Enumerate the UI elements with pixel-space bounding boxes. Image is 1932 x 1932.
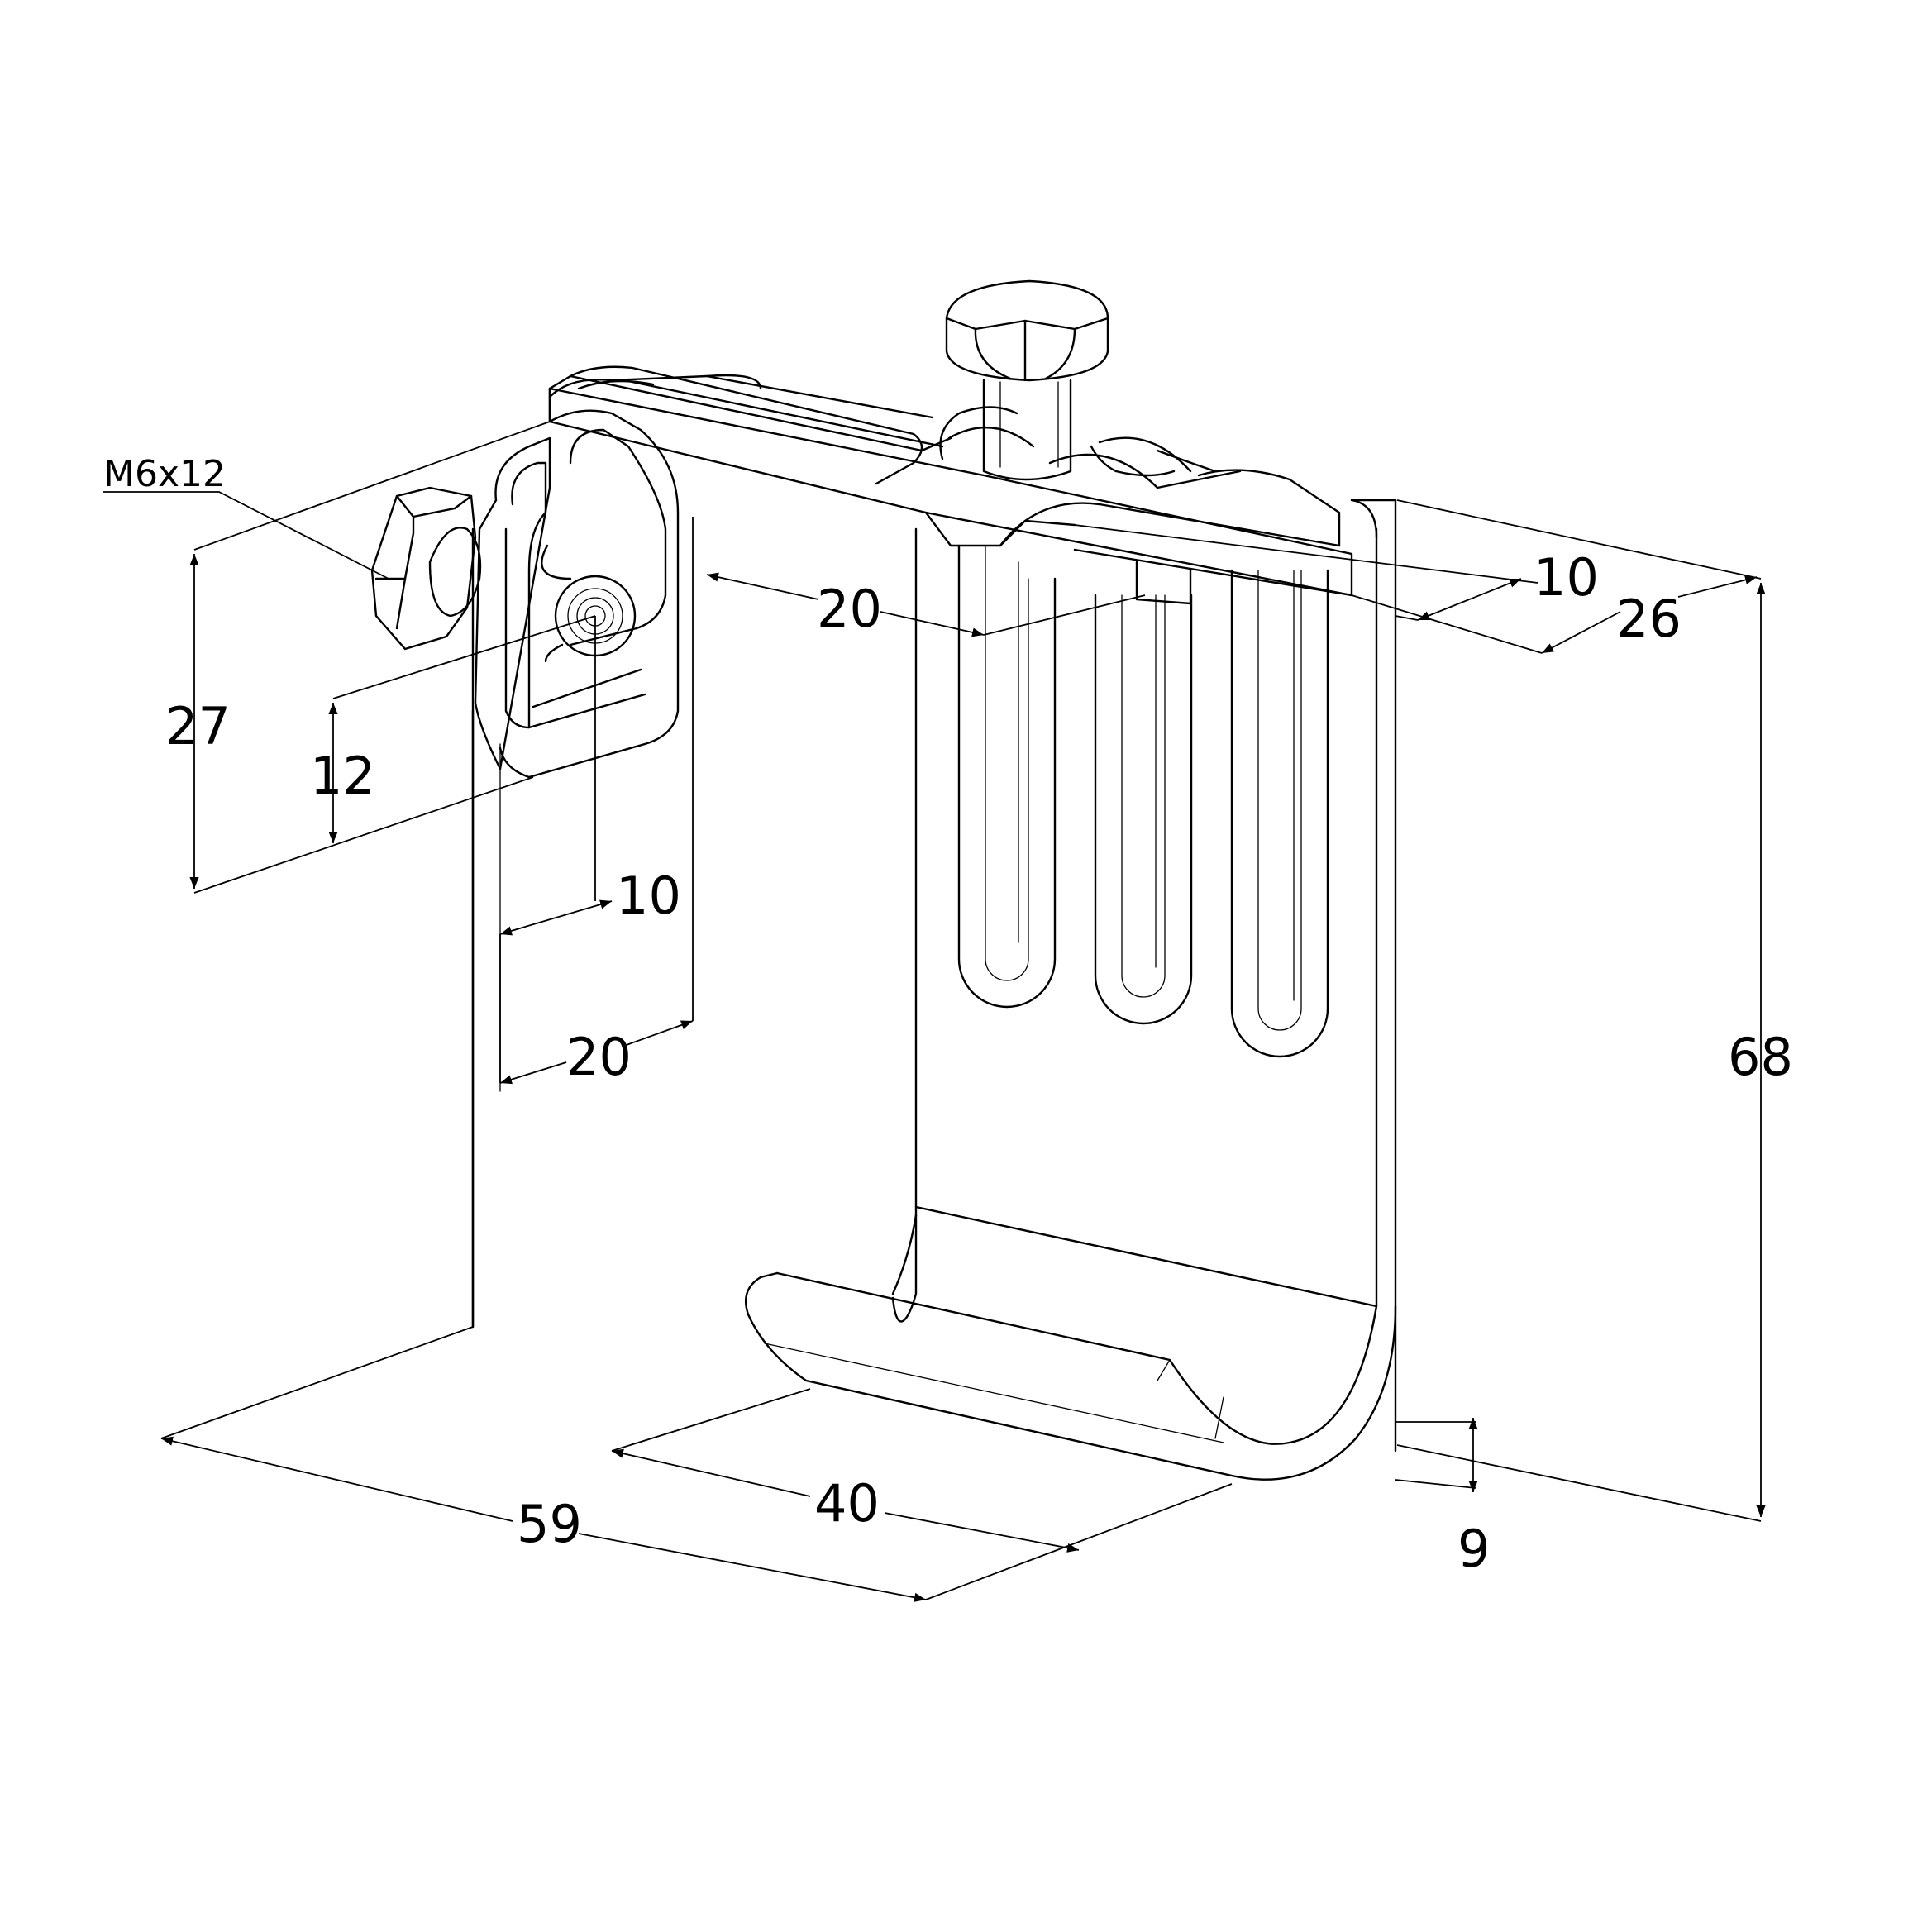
slot-right [1230, 569, 1329, 1058]
dim-inner-width-label: 40 [814, 1473, 880, 1534]
hex-bolt-top [945, 279, 1109, 481]
dim-lip-height-label: 9 [1457, 1519, 1490, 1579]
side-plate [474, 409, 680, 779]
dim-top-flange-label: 10 [1534, 547, 1599, 608]
dim-total-height-label: 68 [1728, 1027, 1793, 1087]
left-face [471, 709, 501, 1329]
dim-top-depth-label: 26 [1616, 589, 1682, 649]
dim-top-offset-label: 20 [817, 579, 882, 639]
dimension-lines [103, 421, 1766, 1602]
dim-total-width-label: 59 [517, 1494, 582, 1554]
slot-left [957, 544, 1057, 1009]
top-clamp-plate [548, 365, 1353, 605]
dim-hole-height-label: 12 [310, 746, 375, 806]
slot-middle [1094, 594, 1193, 1025]
dim-side-width-label: 20 [566, 1027, 632, 1087]
dim-side-height-label: 27 [165, 696, 231, 756]
bracket-body [471, 499, 1397, 1481]
hex-nut-side [370, 486, 482, 651]
dim-hole-offset-label: 10 [616, 866, 681, 926]
back-flange [548, 374, 934, 419]
fastener-callout-label: M6x12 [103, 453, 226, 495]
